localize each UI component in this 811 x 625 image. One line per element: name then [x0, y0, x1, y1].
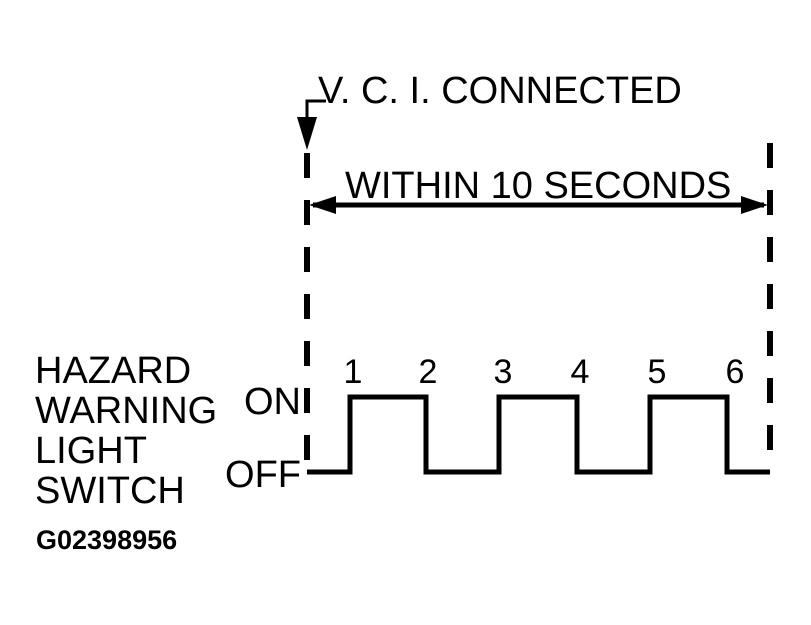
signal-name-line-3: LIGHT — [35, 430, 147, 472]
figure-id: G02398956 — [36, 525, 177, 555]
vci-down-arrowhead-icon — [297, 117, 317, 150]
edge-label-3: 3 — [494, 353, 513, 391]
switch-waveform — [307, 394, 770, 475]
within-10-seconds-label: WITHIN 10 SECONDS — [345, 165, 731, 207]
vci-leader-line — [305, 99, 326, 118]
signal-name-line-4: SWITCH — [35, 470, 185, 512]
edge-label-6: 6 — [726, 353, 745, 391]
span-arrow-right-head-icon — [741, 196, 768, 214]
edge-label-4: 4 — [571, 353, 590, 391]
on-level-label: ON — [244, 381, 301, 423]
vci-connected-label: V. C. I. CONNECTED — [318, 70, 682, 112]
within-10-seconds-span-arrow — [309, 196, 768, 214]
off-level-label: OFF — [225, 454, 301, 496]
edge-label-5: 5 — [648, 353, 667, 391]
signal-name-label: HAZARD WARNING LIGHT SWITCH — [35, 350, 217, 512]
signal-name-line-2: WARNING — [35, 390, 217, 432]
signal-name-line-1: HAZARD — [35, 350, 191, 392]
span-arrow-left-head-icon — [309, 196, 336, 214]
edge-label-2: 2 — [419, 353, 438, 391]
edge-label-1: 1 — [344, 353, 363, 391]
